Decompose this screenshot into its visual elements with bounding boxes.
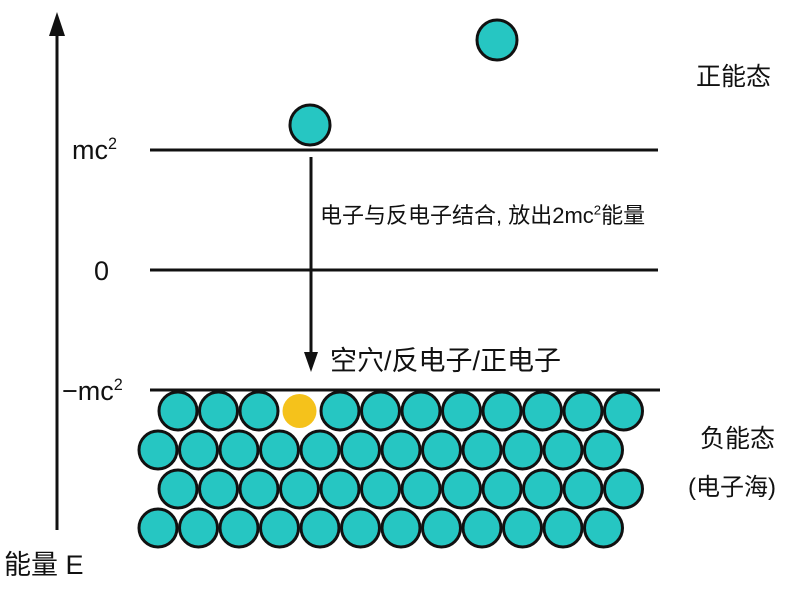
energy-axis-arrowhead xyxy=(49,12,65,36)
sea-electron xyxy=(400,468,442,510)
sea-electron xyxy=(157,390,199,432)
neg-mc2-label: −mc2 xyxy=(62,376,123,406)
sea-electron xyxy=(522,390,563,432)
sea-electron xyxy=(461,429,503,471)
hole-positron xyxy=(282,394,317,428)
annihilation-exponent: 2 xyxy=(593,202,602,218)
electron-sea-label: (电子海) xyxy=(688,474,776,501)
negative-energy-label: 负能态 xyxy=(700,425,776,453)
neg-mc2-exponent: 2 xyxy=(113,376,123,394)
sea-electron xyxy=(603,390,644,432)
sea-electron xyxy=(400,390,442,432)
sea-electron xyxy=(259,429,300,471)
mc2-exponent: 2 xyxy=(108,135,118,153)
sea-electron xyxy=(299,429,341,471)
sea-electron xyxy=(259,507,300,549)
sea-electron xyxy=(137,507,179,549)
neg-mc2-base: −mc xyxy=(62,376,114,406)
sea-electron xyxy=(502,429,543,471)
sea-electron xyxy=(542,507,584,549)
sea-electron xyxy=(522,468,563,510)
sea-electron xyxy=(583,507,624,549)
sea-electron xyxy=(279,468,320,510)
zero-label: 0 xyxy=(94,256,110,286)
sea-electron xyxy=(340,507,381,549)
sea-electron xyxy=(562,390,604,432)
sea-electron xyxy=(238,468,280,510)
sea-electron xyxy=(157,468,199,510)
annihilation-suffix: 能量 xyxy=(601,203,646,228)
sea-electron xyxy=(218,429,260,471)
mc2-base: mc xyxy=(72,135,108,165)
electron-sea xyxy=(137,390,644,549)
sea-electron xyxy=(340,429,381,471)
sea-electron xyxy=(481,390,523,432)
sea-electron xyxy=(502,507,543,549)
sea-electron xyxy=(583,429,624,471)
sea-electron xyxy=(441,390,482,432)
positive-energy-label: 正能态 xyxy=(696,63,772,91)
energy-axis-label: 能量 E xyxy=(4,550,84,580)
annihilation-text: 电子与反电子结合, 放出2mc xyxy=(320,203,594,228)
sea-electron xyxy=(360,468,401,510)
sea-electron xyxy=(178,507,219,549)
annihilation-label: 电子与反电子结合, 放出2mc2能量 xyxy=(320,202,646,228)
sea-electron xyxy=(421,507,462,549)
sea-electron xyxy=(421,429,462,471)
sea-electron xyxy=(461,507,503,549)
sea-electron xyxy=(198,390,239,432)
sea-electron xyxy=(562,468,604,510)
sea-electron xyxy=(441,468,482,510)
sea-electron xyxy=(137,429,179,471)
sea-electron xyxy=(380,507,422,549)
free-electron-low xyxy=(288,103,332,147)
transition-arrowhead xyxy=(304,352,318,372)
free-electron-high xyxy=(475,18,519,62)
sea-electron xyxy=(603,468,644,510)
sea-electron xyxy=(319,468,361,510)
sea-electron xyxy=(542,429,584,471)
hole-label: 空穴/反电子/正电子 xyxy=(330,346,562,376)
sea-electron xyxy=(360,390,401,432)
sea-electron xyxy=(299,507,341,549)
sea-electron xyxy=(218,507,260,549)
sea-electron xyxy=(319,390,361,432)
sea-electron xyxy=(481,468,523,510)
mc2-label: mc2 xyxy=(72,135,118,165)
sea-electron xyxy=(178,429,219,471)
sea-electron xyxy=(198,468,239,510)
sea-electron xyxy=(380,429,422,471)
sea-electron xyxy=(238,390,280,432)
